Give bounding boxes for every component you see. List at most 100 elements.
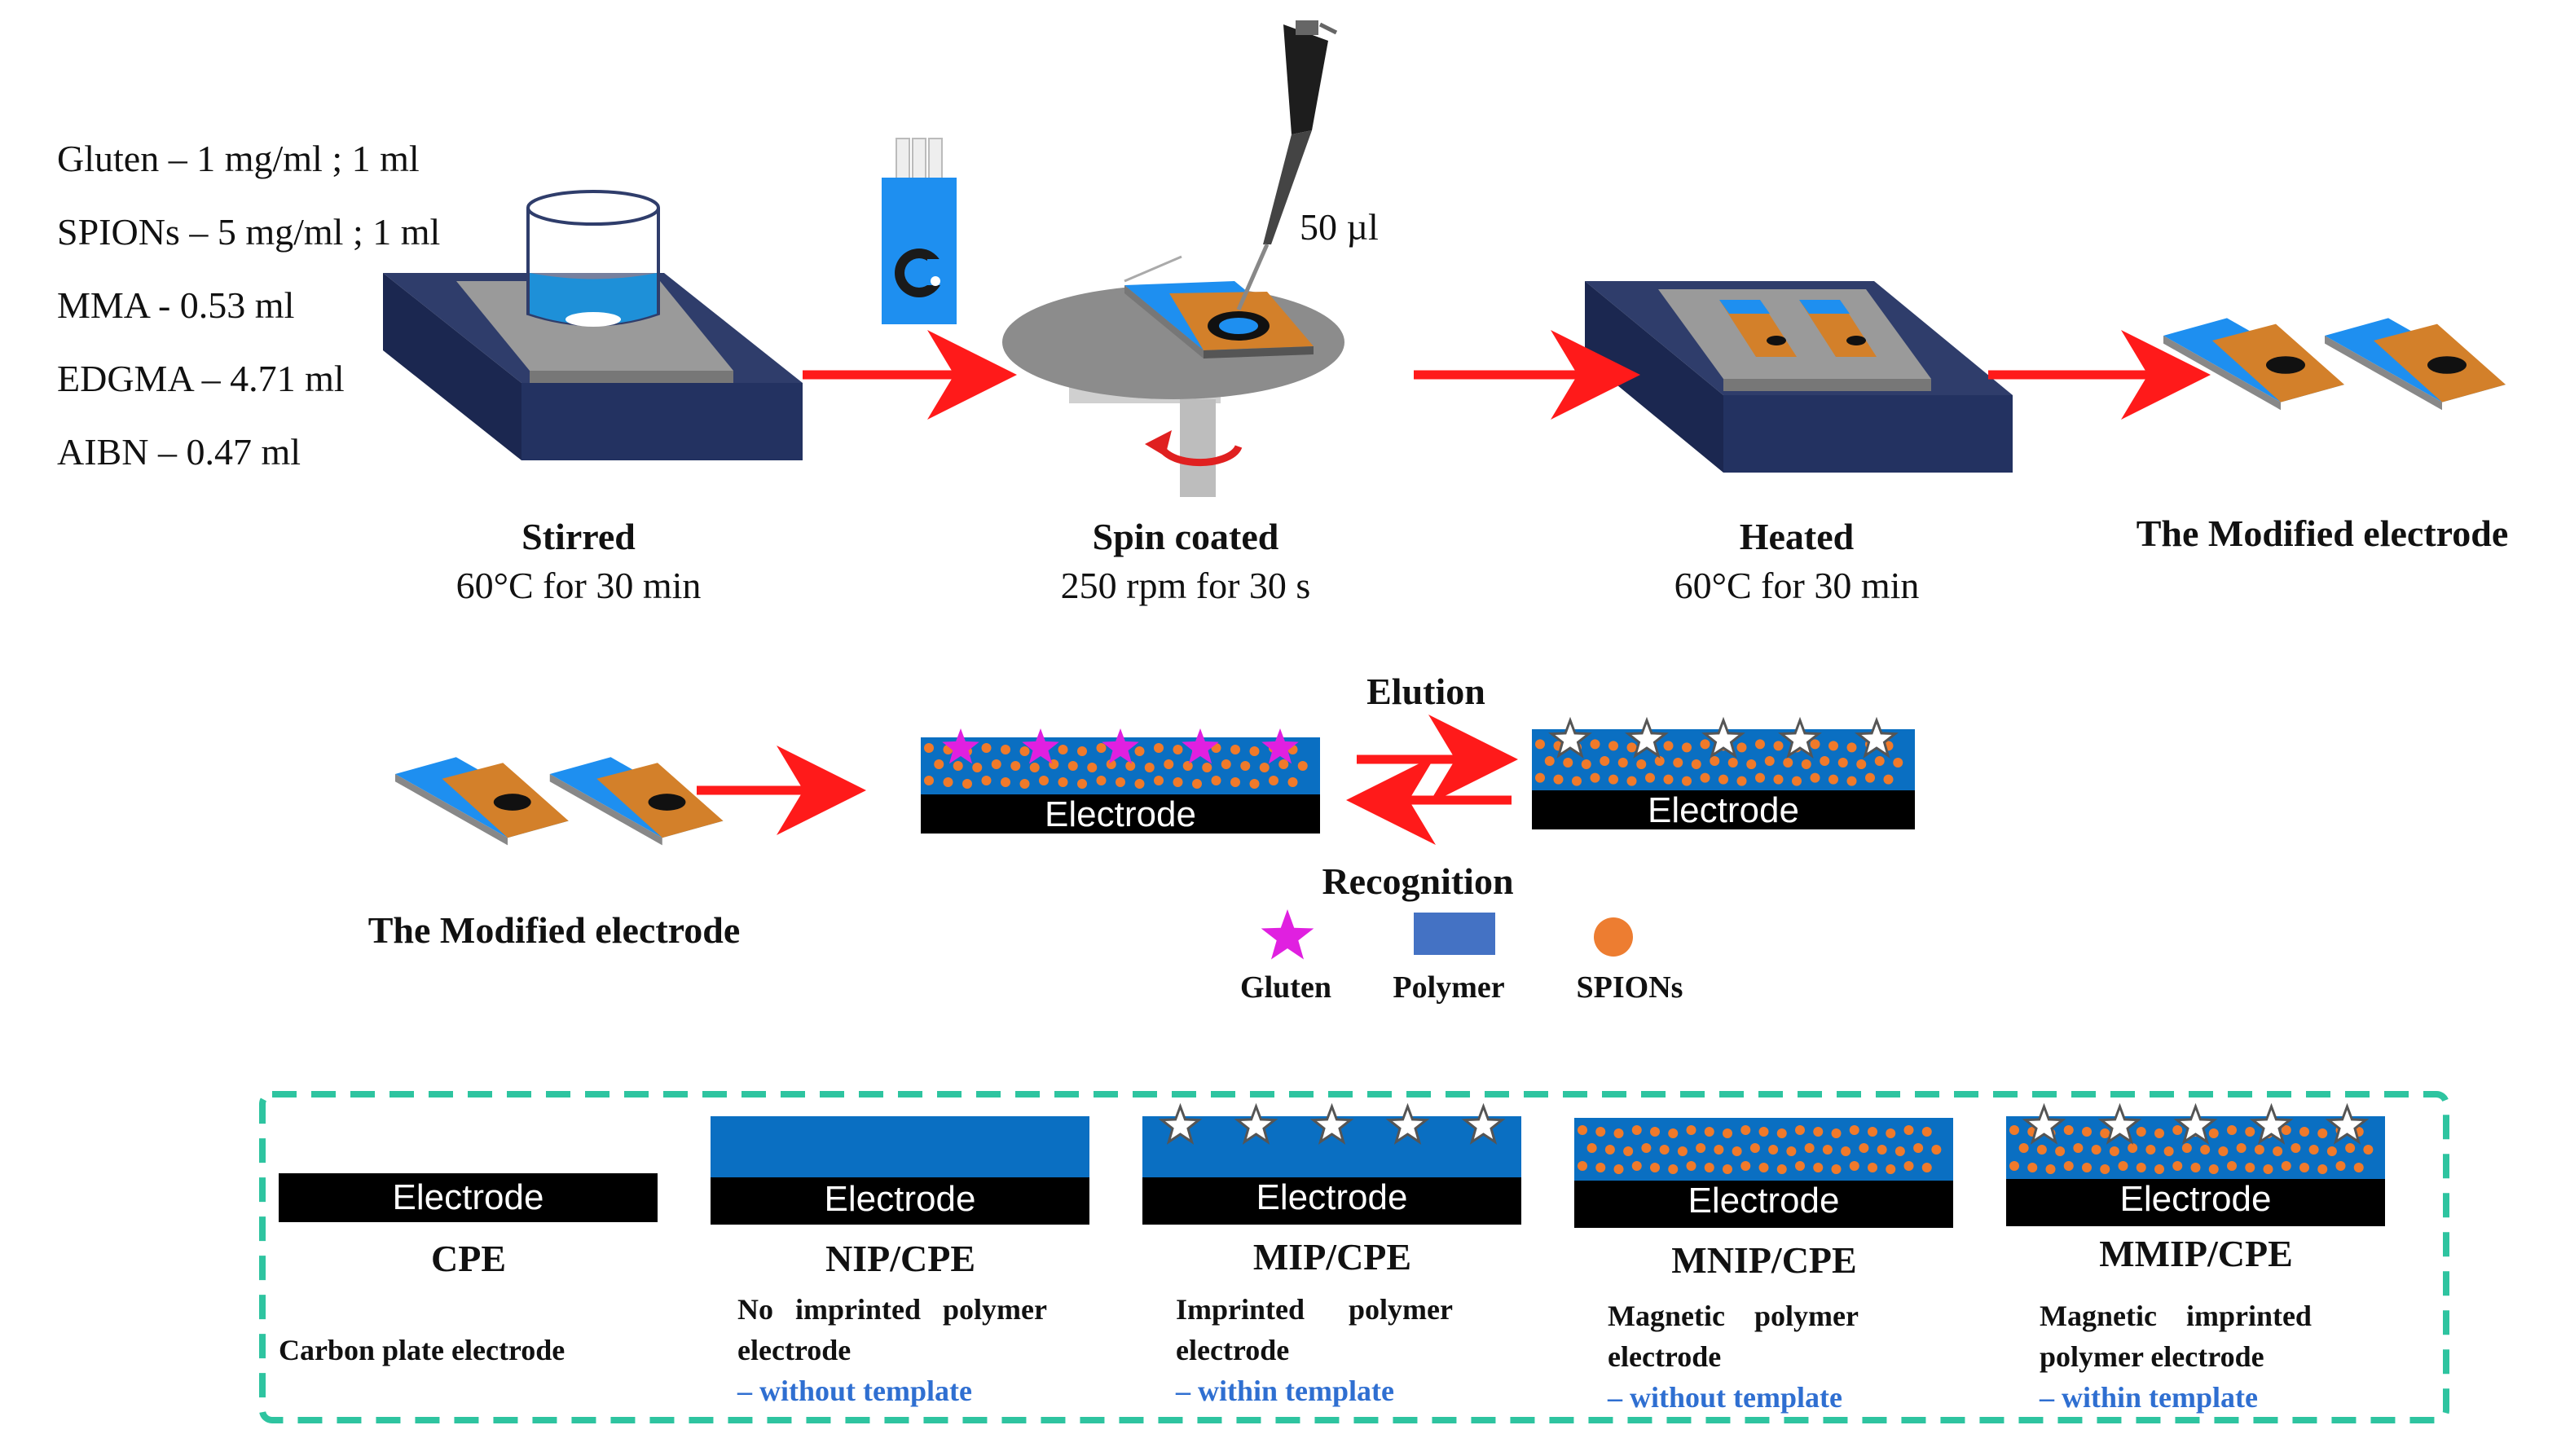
spion-dot <box>1874 756 1885 766</box>
gluten-star-icon <box>2022 1102 2066 1145</box>
spion-dot <box>2109 1146 2119 1156</box>
spion-dot <box>1077 779 1087 789</box>
spion-dot <box>1846 776 1857 786</box>
gluten-star-icon <box>1309 1102 1354 1145</box>
spion-dot <box>1810 739 1820 750</box>
type-mip-name: MIP/CPE <box>1252 1236 1412 1278</box>
spion-dot <box>1581 759 1591 769</box>
spion-dot <box>1636 759 1647 769</box>
spion-dot <box>1578 1125 1587 1135</box>
spion-dot <box>2245 1127 2255 1137</box>
spion-dot <box>1654 756 1665 766</box>
spion-dot <box>1659 1145 1670 1155</box>
spion-dot <box>1758 1163 1769 1172</box>
reagent-gluten: Gluten – 1 mg/ml ; 1 ml <box>57 138 420 179</box>
spion-dot <box>1553 774 1564 785</box>
type-mmip-desc: Magnetic imprinted polymer electrode – w… <box>2040 1300 2312 1414</box>
spion-dot <box>1116 777 1125 787</box>
spion-dot <box>1096 776 1107 785</box>
spion-dot <box>1087 763 1098 772</box>
gluten-star-icon <box>1701 716 1745 759</box>
spion-dot <box>2236 1143 2247 1153</box>
spion-dot <box>1249 746 1260 756</box>
spion-dot <box>1039 776 1049 785</box>
spion-dot <box>1773 774 1784 785</box>
spion-dot <box>1913 1143 1924 1153</box>
spion-dot <box>1768 1145 1779 1155</box>
electrode-with-template <box>921 728 1320 834</box>
spion-dot <box>1903 1125 1914 1135</box>
spion-dot <box>1841 1146 1851 1156</box>
spion-dot <box>1859 1143 1869 1153</box>
spion-dot <box>1134 746 1145 756</box>
electrodes-on-heater-icon <box>1719 300 1877 357</box>
reagent-spions: SPIONs – 5 mg/ml ; 1 ml <box>57 211 441 253</box>
spion-dot <box>1134 779 1145 789</box>
spion-dot <box>2091 1145 2101 1155</box>
legend-gluten-star-icon <box>1261 909 1314 960</box>
spion-dot <box>1849 1125 1859 1135</box>
spion-dot <box>2227 1125 2237 1135</box>
mnip-electrode-icon <box>1574 1181 1953 1228</box>
spion-dot <box>2154 1164 2164 1174</box>
legend-polymer-square-icon <box>1414 913 1495 955</box>
spion-dot <box>943 777 953 787</box>
spion-dot <box>1773 741 1784 751</box>
spion-dot <box>1613 1164 1624 1174</box>
spion-dot <box>2009 1125 2019 1135</box>
spion-dot <box>1723 1164 1732 1174</box>
pipette-icon <box>1236 20 1338 311</box>
spion-dot <box>1125 761 1136 771</box>
spion-dot <box>2136 1163 2146 1172</box>
spion-dot <box>1650 1127 1660 1137</box>
type-mnip-name: MNIP/CPE <box>1671 1239 1857 1281</box>
electrode-label: Electrode <box>1648 790 1799 830</box>
spion-dot <box>1544 756 1555 766</box>
spion-dot <box>2118 1161 2128 1171</box>
spion-dot <box>1732 1146 1742 1156</box>
spion-dot <box>1001 777 1010 787</box>
spion-dot <box>1617 758 1628 768</box>
spion-dot <box>2128 1143 2138 1153</box>
spion-dot <box>1921 1127 1932 1137</box>
pipette-volume-label: 50 µl <box>1300 206 1379 248</box>
step-heated-title: Heated <box>1739 516 1855 557</box>
step-spin-title: Spin coated <box>1092 516 1279 557</box>
spion-dot <box>1868 1163 1877 1172</box>
spion-dot <box>2190 1163 2201 1172</box>
spion-dot <box>1686 1161 1696 1171</box>
step-stirred-detail: 60°C for 30 min <box>455 565 702 606</box>
spion-dot <box>1795 1125 1805 1135</box>
spion-dot <box>2317 1164 2328 1174</box>
electrode-base <box>1532 790 1915 829</box>
type-mmip-name: MMIP/CPE <box>2099 1233 2293 1274</box>
electrode-edge-icon <box>549 774 662 846</box>
spion-dot <box>1572 776 1582 786</box>
type-cpe-name: CPE <box>431 1238 506 1279</box>
spion-dot <box>1600 756 1610 766</box>
electrode-types-box <box>259 1091 2449 1423</box>
spion-dot <box>2136 1127 2146 1137</box>
legend-spion-circle-icon <box>1594 917 1633 957</box>
spion-dot <box>1700 739 1710 750</box>
spion-dot <box>1623 1146 1634 1156</box>
spion-dot <box>1776 1128 1787 1138</box>
spion-dot <box>2281 1125 2291 1135</box>
spion-dot <box>1590 772 1600 783</box>
spion-dot <box>1668 1164 1679 1174</box>
type-nip-desc: No imprinted polymer electrode – without… <box>737 1293 1047 1407</box>
spion-dot <box>1604 1145 1615 1155</box>
spion-dot <box>2227 1161 2237 1171</box>
nip-electrode-icon <box>711 1177 1089 1225</box>
spion-dot <box>1650 1163 1660 1172</box>
spion-dot <box>2181 1143 2192 1153</box>
legend-spions-label: SPIONs <box>1576 970 1683 1005</box>
electrode-on-coater-icon <box>1124 255 1314 359</box>
type-mnip-desc: Magnetic polymer electrode – without tem… <box>1608 1300 1859 1414</box>
cpe-electrode-icon <box>279 1173 658 1222</box>
spion-dot <box>1626 776 1637 786</box>
spion-dot <box>1740 1161 1751 1171</box>
spion-dot <box>1106 759 1116 769</box>
spion-dot <box>1883 774 1894 785</box>
